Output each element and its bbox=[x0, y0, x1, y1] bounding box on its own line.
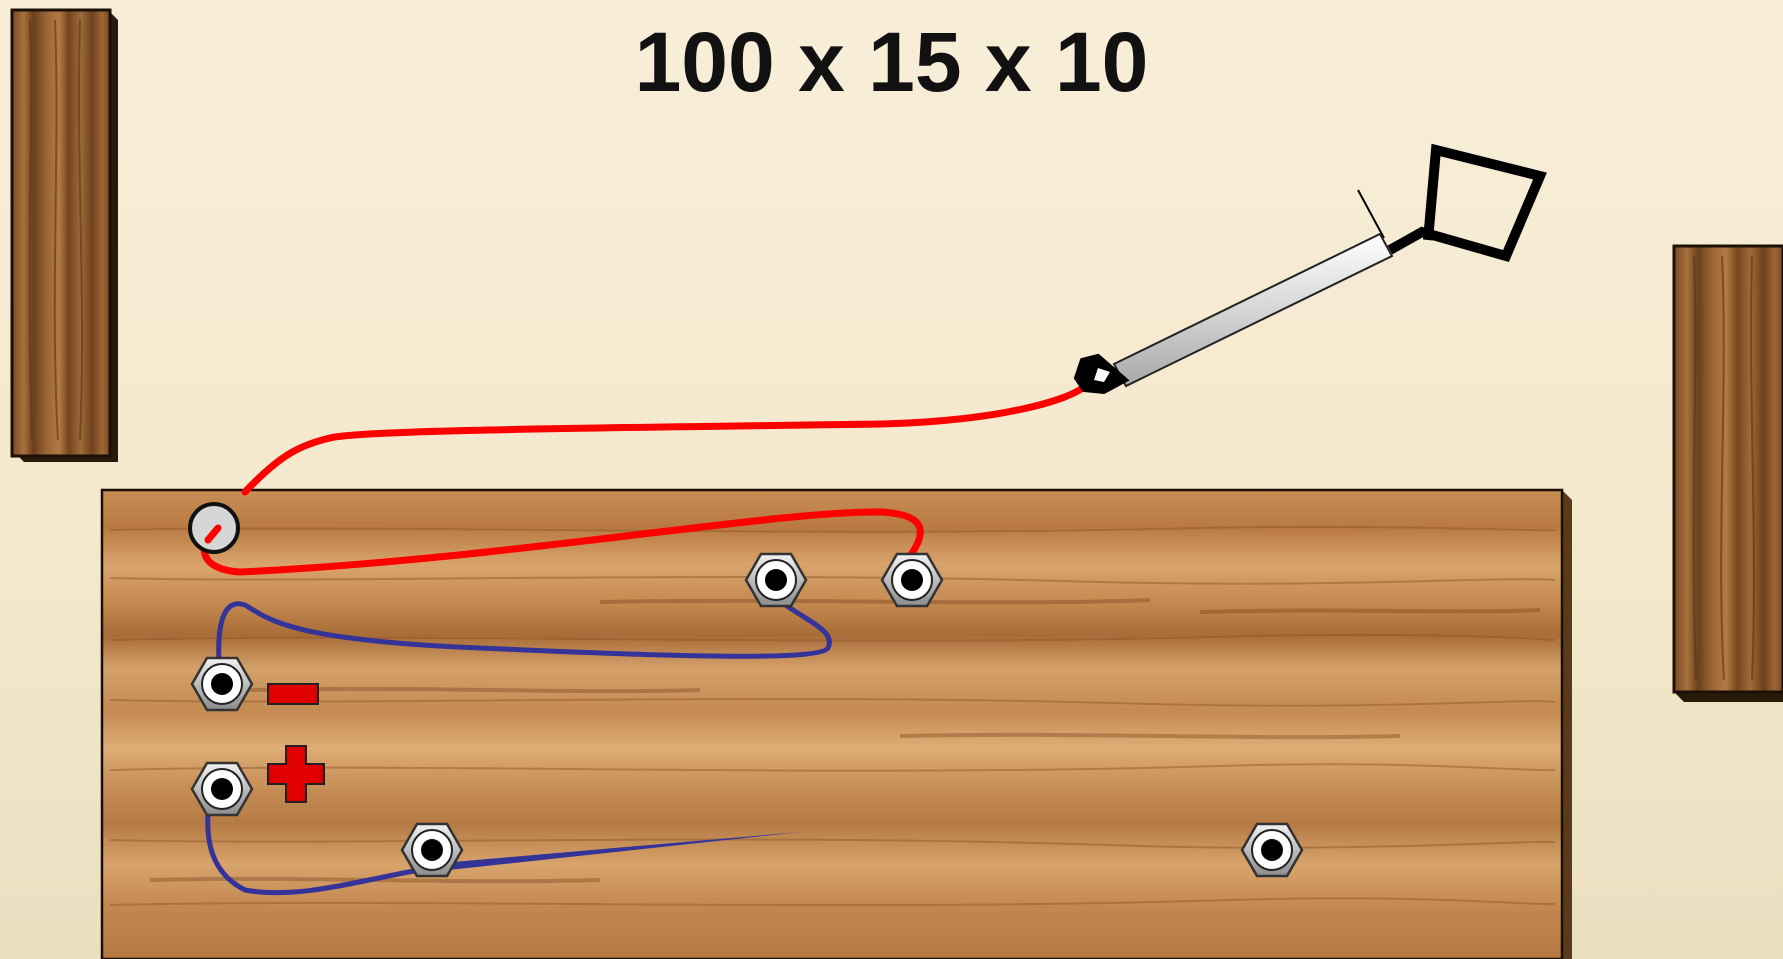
blue-wire-tapering bbox=[430, 832, 800, 872]
terminal-top-middle[interactable] bbox=[744, 552, 808, 608]
terminal-plus[interactable] bbox=[190, 761, 254, 817]
left-wood-post bbox=[10, 8, 118, 462]
terminal-top-right[interactable] bbox=[880, 552, 944, 608]
blue-wire-lower bbox=[205, 787, 433, 896]
terminal-minus[interactable] bbox=[190, 656, 254, 712]
red-wire-tip bbox=[204, 524, 222, 544]
minus-sign bbox=[267, 683, 319, 705]
red-wire-to-probe bbox=[241, 382, 1089, 496]
plus-sign bbox=[267, 745, 325, 803]
terminal-bottom-left[interactable] bbox=[400, 822, 464, 878]
red-wire-on-board bbox=[200, 508, 924, 576]
probe-tool[interactable] bbox=[1073, 143, 1547, 395]
right-wood-post bbox=[1672, 244, 1783, 702]
wooden-board bbox=[100, 488, 1572, 959]
dimensions-title: 100 x 15 x 10 bbox=[634, 15, 1149, 109]
blue-wire-upper bbox=[216, 601, 832, 679]
terminal-bottom-right[interactable] bbox=[1240, 822, 1304, 878]
